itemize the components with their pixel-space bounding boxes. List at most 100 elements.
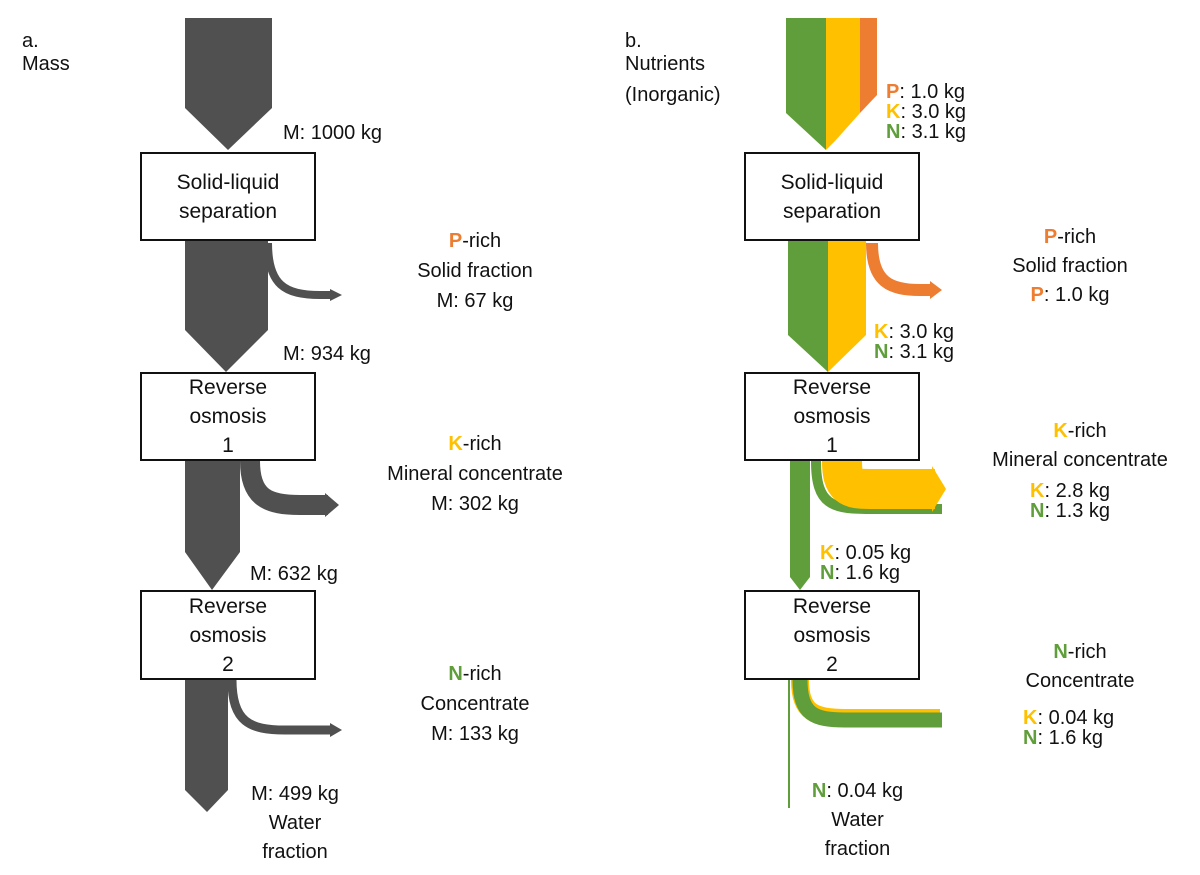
- element-P: P: [1043, 226, 1058, 248]
- stage-label-line2: osmosis: [793, 623, 871, 647]
- nutrient-value: : 3.1 kg: [888, 341, 955, 363]
- stage-label-line3: 1: [826, 434, 838, 457]
- mineral-concentrate-name: Mineral concentrate: [992, 449, 1168, 471]
- nutrient-after-ro1-labels: K: 0.05 kg N: 1.6 kg: [820, 543, 911, 583]
- solid-fraction-name: Solid fraction: [1012, 255, 1128, 277]
- stage-label-line2: separation: [782, 199, 882, 223]
- solid-fraction-mass: M: 67 kg: [436, 290, 514, 312]
- water-fraction-line2: fraction: [824, 838, 891, 860]
- water-fraction-mass: M: 499 kg: [251, 783, 339, 805]
- stage-label-line1: Reverse: [792, 594, 872, 618]
- mineral-concentrate-label-a: K-rich Mineral concentrate M: 302 kg: [355, 433, 595, 516]
- element-K: K: [1053, 420, 1068, 442]
- nutrient-input-labels: P: 1.0 kg K: 3.0 kg N: 3.1 kg: [886, 82, 966, 142]
- mass-mineral-head: [325, 493, 339, 517]
- mass-input-label: M: 1000 kg: [283, 122, 382, 144]
- stage-box-solid-liquid-separation: Solid-liquid separation: [140, 152, 316, 241]
- stage-label-line3: 2: [826, 652, 838, 676]
- rich-suffix: -rich: [1067, 420, 1107, 442]
- stage-label-line3: 1: [222, 434, 234, 457]
- nutrient-value: : 2.8 kg: [1044, 480, 1111, 502]
- nutrient-value: : 1.6 kg: [834, 562, 901, 584]
- solid-fraction-label-b: P-rich Solid fraction P: 1.0 kg: [970, 226, 1170, 307]
- mass-flow-632-arrow: [185, 459, 240, 590]
- mass-flow-934-arrow: [185, 241, 268, 372]
- n-concentrate-name: Concentrate: [420, 693, 530, 715]
- rich-suffix: -rich: [1057, 226, 1097, 248]
- element-K: K: [448, 433, 463, 455]
- rich-suffix: -rich: [1067, 641, 1107, 663]
- element-N: N: [1023, 727, 1038, 749]
- nutrient-input-K: [826, 18, 860, 150]
- nutrient-solid-P-head: [930, 281, 942, 299]
- stage-box-solid-liquid-separation-b: Solid-liquid separation: [744, 152, 920, 241]
- element-N: N: [1030, 500, 1045, 522]
- n-concentrate-label-a: N-rich Concentrate M: 133 kg: [360, 663, 590, 746]
- panel-a-label: a.: [22, 30, 39, 52]
- nutrient-solid-P-branch: [866, 242, 932, 296]
- nutrient-nconc-N-branch: [792, 679, 942, 728]
- nutrient-value: : 0.04 kg: [1037, 707, 1115, 729]
- stage-label-line1: Reverse: [792, 376, 872, 399]
- nutrient-input-P: [860, 18, 877, 113]
- stage-box-reverse-osmosis-2-b: Reverse osmosis 2: [744, 590, 920, 680]
- nutrient-value: : 3.1 kg: [900, 121, 967, 143]
- nutrient-value: : 1.3 kg: [1044, 500, 1111, 522]
- mass-after-separation-label: M: 934 kg: [283, 343, 371, 365]
- nutrient-value: : 0.04 kg: [826, 780, 904, 802]
- mass-input-arrow: [185, 18, 272, 150]
- mass-nconc-branch: [227, 679, 333, 735]
- panel-b-title-line2: (Inorganic): [625, 84, 721, 106]
- element-K: K: [1030, 480, 1045, 502]
- stage-label-line1: Solid-liquid: [176, 170, 280, 194]
- mass-mineral-branch: [240, 460, 328, 515]
- n-concentrate-label-b: N-rich Concentrate: [980, 641, 1180, 693]
- nutrient-value: : 3.0 kg: [888, 321, 955, 343]
- nutrient-value: : 1.0 kg: [1043, 284, 1110, 306]
- stage-label-line2: separation: [178, 199, 278, 223]
- stage-box-reverse-osmosis-1-b: Reverse osmosis 1: [744, 372, 920, 461]
- mass-nconc-head: [330, 723, 342, 737]
- element-P: P: [886, 81, 900, 103]
- element-K: K: [1023, 707, 1038, 729]
- solid-fraction-label-a: P-rich Solid fraction M: 67 kg: [360, 230, 590, 313]
- panel-a-title: Mass: [22, 53, 70, 75]
- n-concentrate-mass: M: 133 kg: [431, 723, 519, 745]
- stage-box-reverse-osmosis-1: Reverse osmosis 1: [140, 372, 316, 461]
- element-N: N: [1053, 641, 1068, 663]
- nutrient-mineral-K-branch: [822, 460, 935, 509]
- mass-solid-branch: [264, 242, 333, 299]
- element-P: P: [448, 230, 463, 252]
- element-N: N: [811, 780, 827, 802]
- water-fraction-line1: Water: [268, 812, 322, 834]
- stage-label-line1: Reverse: [188, 594, 268, 618]
- element-N: N: [886, 121, 901, 143]
- mineral-concentrate-mass: M: 302 kg: [431, 493, 519, 515]
- mass-solid-head: [330, 289, 342, 301]
- mineral-concentrate-values-b: K: 2.8 kg N: 1.3 kg: [1030, 481, 1110, 521]
- stage-label-line1: Solid-liquid: [780, 170, 884, 194]
- solid-fraction-name: Solid fraction: [417, 260, 533, 282]
- element-N: N: [874, 341, 889, 363]
- stage-label-line2: osmosis: [793, 405, 871, 428]
- stage-label-line2: osmosis: [189, 623, 267, 647]
- nutrient-value: : 1.0 kg: [899, 81, 965, 103]
- rich-suffix: -rich: [462, 230, 502, 252]
- nutrient-ro1-N: [790, 459, 810, 590]
- nutrient-value: : 3.0 kg: [900, 101, 967, 123]
- stage-label-line1: Reverse: [188, 376, 268, 399]
- n-concentrate-values-b: K: 0.04 kg N: 1.6 kg: [1023, 708, 1114, 748]
- nutrient-sep-K: [828, 241, 866, 372]
- stage-label-line3: 2: [222, 652, 234, 676]
- water-fraction-label-b: N: 0.04 kg Water fraction: [790, 780, 925, 861]
- mass-water-arrow: [185, 678, 228, 812]
- water-fraction-label-a: M: 499 kg Water fraction: [230, 783, 360, 864]
- nutrient-flows: [786, 18, 946, 808]
- stage-label-line2: osmosis: [189, 405, 267, 428]
- element-P: P: [1030, 284, 1044, 306]
- stage-box-reverse-osmosis-2: Reverse osmosis 2: [140, 590, 316, 680]
- n-concentrate-name: Concentrate: [1025, 670, 1135, 692]
- panel-b-label: b.: [625, 30, 642, 52]
- nutrient-input-N: [786, 18, 826, 150]
